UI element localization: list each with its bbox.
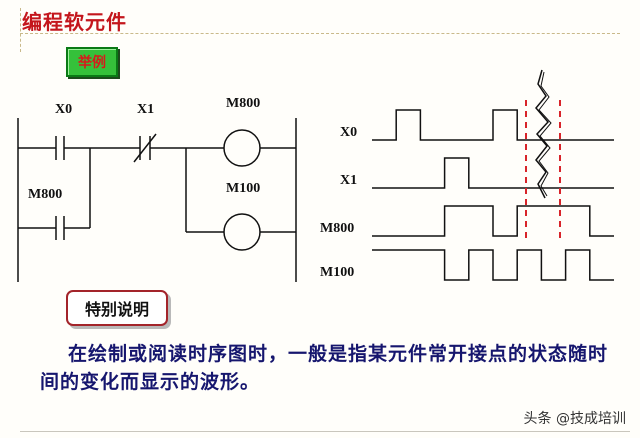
note-text: 在绘制或阅读时序图时，一般是指某元件常开接点的状态随时间的变化而显示的波形。	[40, 343, 609, 393]
signal-label-m100: M100	[320, 265, 354, 280]
coil-m100	[223, 213, 261, 251]
ladder-diagram	[17, 118, 297, 282]
watermark: 头条 @技成培训	[523, 411, 626, 427]
page-title: 编程软元件	[22, 10, 127, 34]
title-guide-horizontal	[20, 33, 620, 34]
contact-label-x1: X1	[137, 102, 154, 117]
coil-label-m800: M800	[226, 96, 260, 111]
waveform-x1	[372, 157, 614, 189]
ladder-labels: X0 X1 M800 M800 M100	[28, 96, 260, 202]
example-button[interactable]: 举例	[66, 47, 118, 77]
special-note-label: 特别说明	[66, 290, 168, 326]
coil-label-m100: M100	[226, 181, 260, 196]
contact-x1-nc-slash	[133, 133, 157, 163]
waveform-m800	[372, 205, 614, 237]
signal-label-x0: X0	[340, 125, 357, 140]
time-markers	[525, 69, 561, 238]
contact-label-m800: M800	[28, 187, 62, 202]
break-symbol-icon	[538, 71, 552, 197]
waveform-m100	[372, 249, 614, 281]
signal-label-m800: M800	[320, 221, 354, 236]
title-guide-vertical	[20, 8, 21, 52]
break-symbol-icon	[535, 69, 550, 199]
waveform-x0	[372, 109, 614, 141]
coil-m800	[223, 129, 261, 167]
contact-label-x0: X0	[55, 102, 72, 117]
signal-label-x1: X1	[340, 173, 357, 188]
timing-diagram	[372, 109, 614, 281]
footer-rule	[20, 431, 630, 432]
